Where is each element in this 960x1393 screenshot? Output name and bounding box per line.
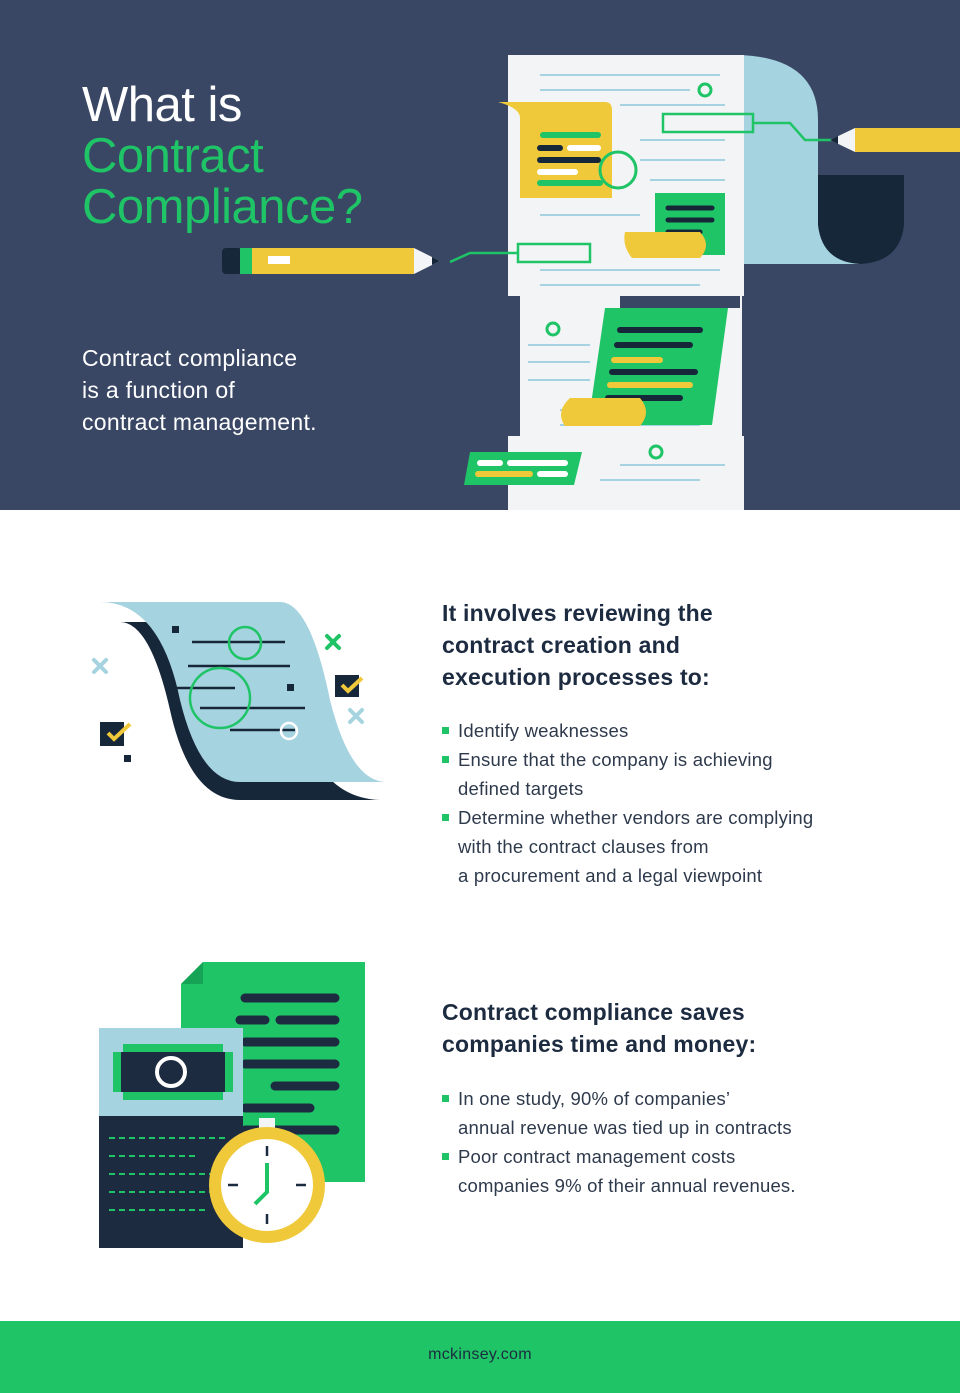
stopwatch-icon bbox=[209, 1118, 325, 1243]
list-item-text: Identify weaknesses bbox=[458, 720, 629, 741]
list-item: Determine whether vendors are complying … bbox=[442, 803, 882, 890]
heading-line: execution processes to: bbox=[442, 664, 710, 690]
heading-line: It involves reviewing the bbox=[442, 600, 713, 626]
footer-link[interactable]: mckinsey.com bbox=[428, 1346, 532, 1363]
bullet-icon bbox=[442, 756, 449, 763]
list-item: Ensure that the company is achieving def… bbox=[442, 745, 882, 803]
subtitle-line: contract management. bbox=[82, 409, 317, 435]
heading-line: Contract compliance saves bbox=[442, 999, 745, 1025]
subtitle-line: is a function of bbox=[82, 377, 236, 403]
section-heading: Contract compliance saves companies time… bbox=[442, 996, 862, 1060]
list-item-text: with the contract clauses from bbox=[458, 836, 709, 857]
heading-line: contract creation and bbox=[442, 632, 681, 658]
bullet-icon bbox=[442, 727, 449, 734]
list-item: In one study, 90% of companies’ annual r… bbox=[442, 1084, 882, 1142]
section-savings: Contract compliance saves companies time… bbox=[0, 940, 960, 1321]
contract-scroll-illustration bbox=[222, 55, 960, 510]
bullet-list: In one study, 90% of companies’ annual r… bbox=[442, 1084, 882, 1200]
title-line: Compliance? bbox=[82, 180, 363, 234]
list-item-text: Ensure that the company is achieving bbox=[458, 749, 773, 770]
list-item: Poor contract management costs companies… bbox=[442, 1142, 882, 1200]
hero-subtitle: Contract compliance is a function of con… bbox=[82, 342, 402, 438]
bullet-icon bbox=[442, 1095, 449, 1102]
list-item-text: defined targets bbox=[458, 778, 584, 799]
list-item-text: companies 9% of their annual revenues. bbox=[458, 1175, 796, 1196]
list-item: Identify weaknesses bbox=[442, 716, 882, 745]
list-item-text: annual revenue was tied up in contracts bbox=[458, 1117, 792, 1138]
list-item-text: a procurement and a legal viewpoint bbox=[458, 865, 763, 886]
title-line: Contract bbox=[82, 129, 264, 183]
money-time-illustration bbox=[99, 962, 365, 1248]
footer: mckinsey.com bbox=[0, 1321, 960, 1393]
hero-banner: What is Contract Compliance? Contract co… bbox=[0, 0, 960, 510]
document-scroll-icon bbox=[80, 602, 385, 800]
list-item-text: Determine whether vendors are complying bbox=[458, 807, 814, 828]
list-item-text: Poor contract management costs bbox=[458, 1146, 736, 1167]
section-heading: It involves reviewing the contract creat… bbox=[442, 597, 862, 693]
bullet-icon bbox=[442, 1153, 449, 1160]
section-review-process: It involves reviewing the contract creat… bbox=[0, 510, 960, 940]
list-item-text: In one study, 90% of companies’ bbox=[458, 1088, 731, 1109]
subtitle-line: Contract compliance bbox=[82, 345, 298, 371]
bullet-icon bbox=[442, 814, 449, 821]
heading-line: companies time and money: bbox=[442, 1031, 757, 1057]
title-line: What is bbox=[82, 78, 242, 132]
pencil-icon bbox=[222, 248, 440, 274]
bullet-list: Identify weaknesses Ensure that the comp… bbox=[442, 716, 882, 890]
page-title: What is Contract Compliance? bbox=[82, 80, 363, 233]
pencil-icon bbox=[830, 128, 960, 152]
